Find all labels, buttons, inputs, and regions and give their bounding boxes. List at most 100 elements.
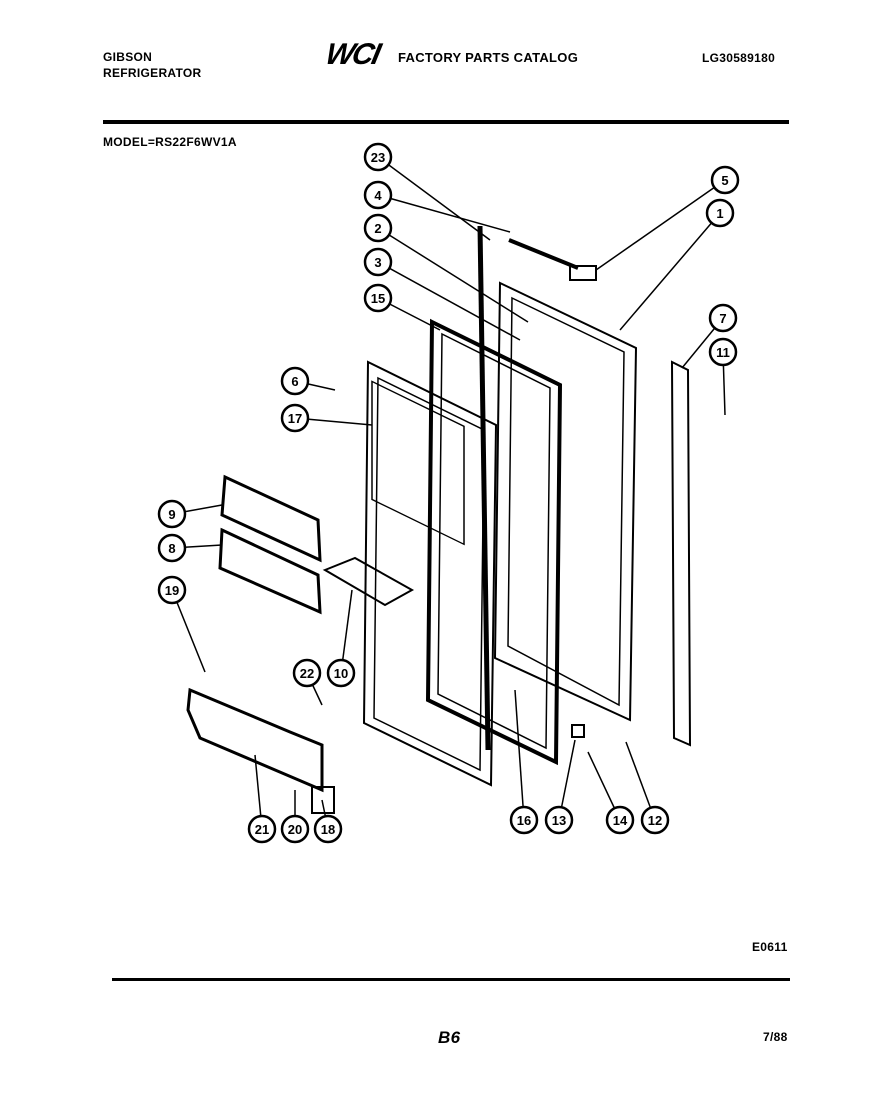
page-number: B6 (438, 1028, 461, 1047)
callout-22: 22 (292, 658, 322, 688)
callout-label: 11 (716, 345, 730, 360)
callout-15: 15 (363, 283, 393, 313)
callout-circle (292, 658, 322, 688)
door-gasket-inner (437, 332, 551, 750)
callout-label: 15 (371, 291, 385, 306)
callout-18: 18 (313, 814, 343, 844)
catalog-title: FACTORY PARTS CATALOG (398, 50, 579, 65)
leader-line-1 (619, 212, 721, 331)
callout-13: 13 (544, 805, 574, 835)
callout-circle (157, 499, 187, 529)
callout-14: 14 (605, 805, 635, 835)
door-bin (186, 687, 324, 793)
callout-label: 3 (374, 255, 381, 270)
leader-line-19 (171, 589, 206, 673)
callout-4: 4 (363, 180, 393, 210)
callout-circle (363, 180, 393, 210)
callout-12: 12 (640, 805, 670, 835)
callout-2: 2 (363, 213, 393, 243)
callout-circle (509, 805, 539, 835)
callout-circle (157, 575, 187, 605)
door-gasket (425, 318, 563, 766)
leader-line-16 (514, 689, 525, 821)
callout-label: 22 (300, 666, 314, 681)
callout-label: 10 (334, 666, 348, 681)
side-trim (670, 360, 692, 747)
door-shelf-8 (218, 527, 322, 615)
leader-line-23 (377, 156, 491, 241)
door-outer-panel (493, 281, 638, 722)
callout-circle (280, 366, 310, 396)
callout-label: 19 (165, 583, 179, 598)
callout-circle (708, 337, 738, 367)
callout-label: 17 (288, 411, 302, 426)
leader-line-5 (595, 179, 726, 271)
callout-circle (710, 165, 740, 195)
callout-label: 2 (374, 221, 381, 236)
door-outer-panel-inset (507, 296, 625, 707)
callout-label: 5 (721, 173, 728, 188)
callout-16: 16 (509, 805, 539, 835)
door-inner-liner-inset (373, 376, 485, 772)
door-inner-liner (362, 360, 498, 787)
callout-circle (247, 814, 277, 844)
callout-label: 12 (648, 813, 662, 828)
callout-17: 17 (280, 403, 310, 433)
callout-label: 20 (288, 822, 302, 837)
callout-21: 21 (247, 814, 277, 844)
callout-circle (363, 283, 393, 313)
callout-circle (705, 198, 735, 228)
header-rule (103, 120, 789, 124)
handle-strip (477, 225, 491, 751)
callout-circle (708, 303, 738, 333)
cover-plate (569, 265, 597, 281)
callout-20: 20 (280, 814, 310, 844)
callout-circle (326, 658, 356, 688)
callout-label: 1 (716, 206, 723, 221)
liner-dairy-compartment (371, 380, 465, 546)
callout-circle (157, 533, 187, 563)
callout-circle (605, 805, 635, 835)
callout-circle (544, 805, 574, 835)
drawing-code: E0611 (752, 940, 788, 954)
callout-5: 5 (710, 165, 740, 195)
hinge-bracket (311, 786, 335, 814)
callout-circle (363, 213, 393, 243)
top-trim (508, 238, 579, 270)
callout-9: 9 (157, 499, 187, 529)
product: REFRIGERATOR (103, 66, 202, 80)
callout-10: 10 (326, 658, 356, 688)
callout-11: 11 (708, 337, 738, 367)
callout-7: 7 (708, 303, 738, 333)
callout-label: 18 (321, 822, 335, 837)
callout-circle (363, 247, 393, 277)
callout-23: 23 (363, 142, 393, 172)
callout-label: 14 (613, 813, 628, 828)
revision-date: 7/88 (763, 1030, 788, 1044)
callout-label: 23 (371, 150, 385, 165)
callout-label: 13 (552, 813, 566, 828)
leader-line-3 (377, 261, 521, 341)
model-number: MODEL=RS22F6WV1A (103, 135, 237, 149)
callout-6: 6 (280, 366, 310, 396)
brand: GIBSON (103, 50, 153, 64)
callout-circle (640, 805, 670, 835)
callout-label: 16 (517, 813, 531, 828)
callout-8: 8 (157, 533, 187, 563)
callout-label: 6 (291, 374, 298, 389)
leader-lines (171, 156, 726, 830)
callout-19: 19 (157, 575, 187, 605)
callout-3: 3 (363, 247, 393, 277)
leader-line-4 (377, 194, 511, 233)
leader-line-2 (377, 227, 529, 323)
footer-rule (112, 978, 790, 981)
callout-circle (313, 814, 343, 844)
callout-circle (363, 142, 393, 172)
callout-label: 8 (168, 541, 175, 556)
door-shelf-9 (220, 474, 322, 563)
callout-label: 21 (255, 822, 269, 837)
callout-circle (280, 814, 310, 844)
callout-1: 1 (705, 198, 735, 228)
